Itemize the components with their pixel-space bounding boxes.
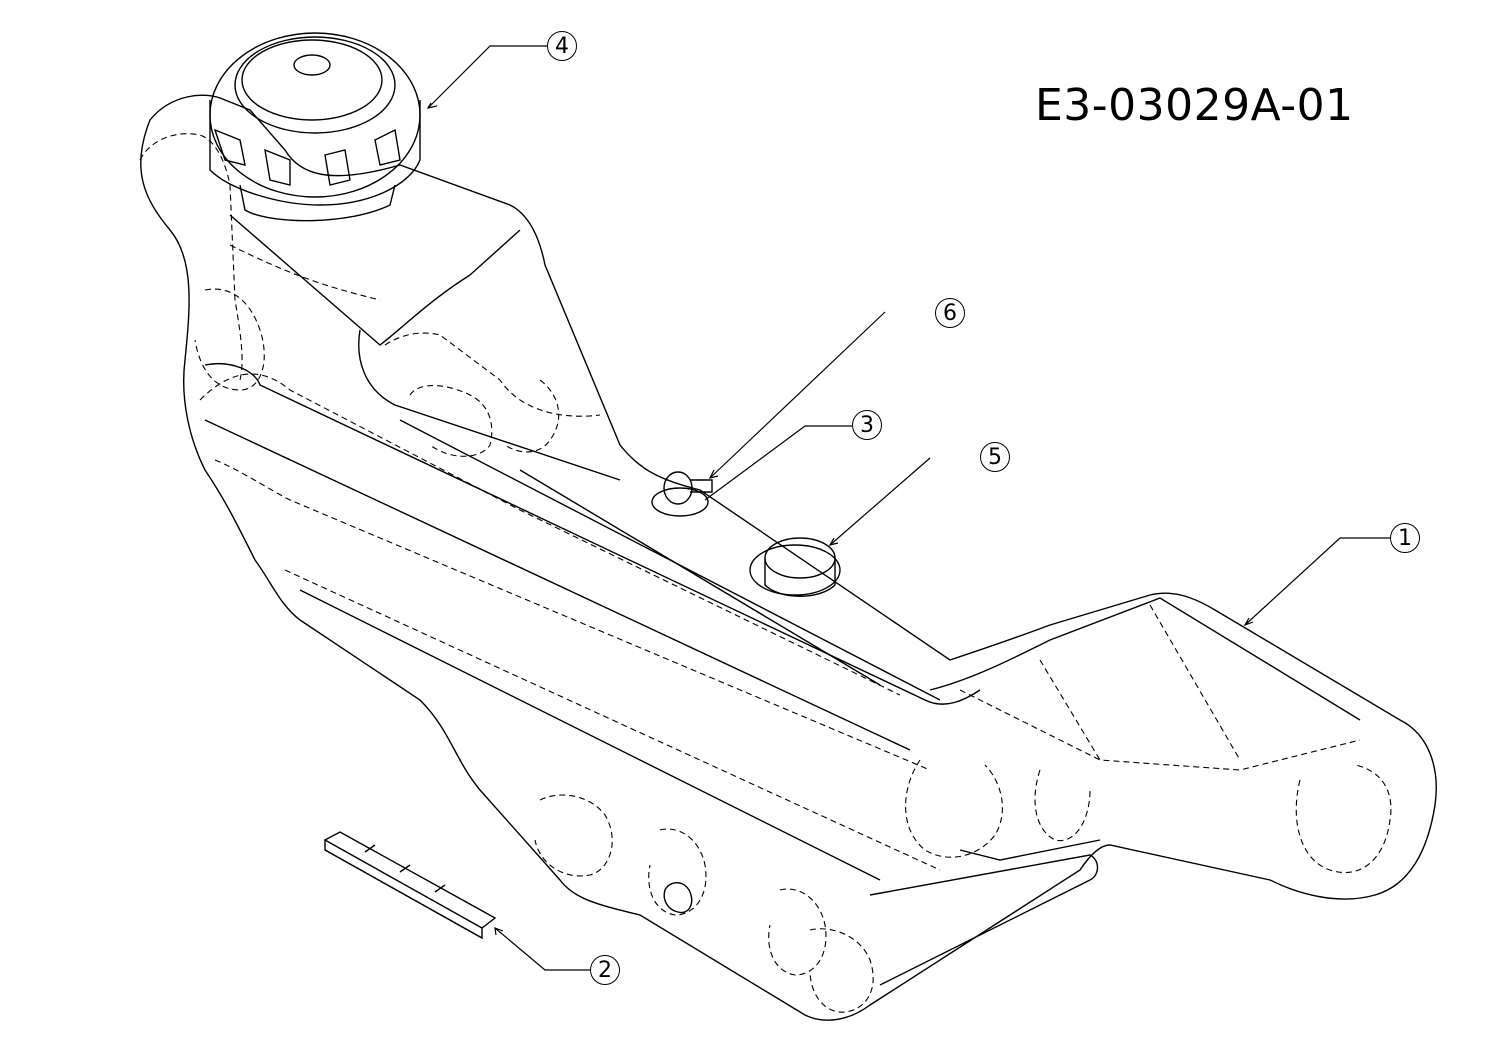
- callout-3: 3: [852, 410, 882, 440]
- leader-lines: [426, 45, 1390, 971]
- callout-1: 1: [1390, 523, 1420, 553]
- callout-2: 2: [590, 955, 620, 985]
- drawing-code: E3-03029A-01: [1035, 80, 1354, 131]
- vent-cap: [749, 537, 841, 597]
- filter-strip: [323, 831, 497, 940]
- fuel-tank: [139, 94, 1437, 1021]
- fuel-cap: [209, 32, 421, 222]
- fuel-fitting: [651, 471, 713, 517]
- callout-4: 4: [547, 31, 577, 61]
- callout-6: 6: [935, 298, 965, 328]
- callout-5: 5: [980, 442, 1010, 472]
